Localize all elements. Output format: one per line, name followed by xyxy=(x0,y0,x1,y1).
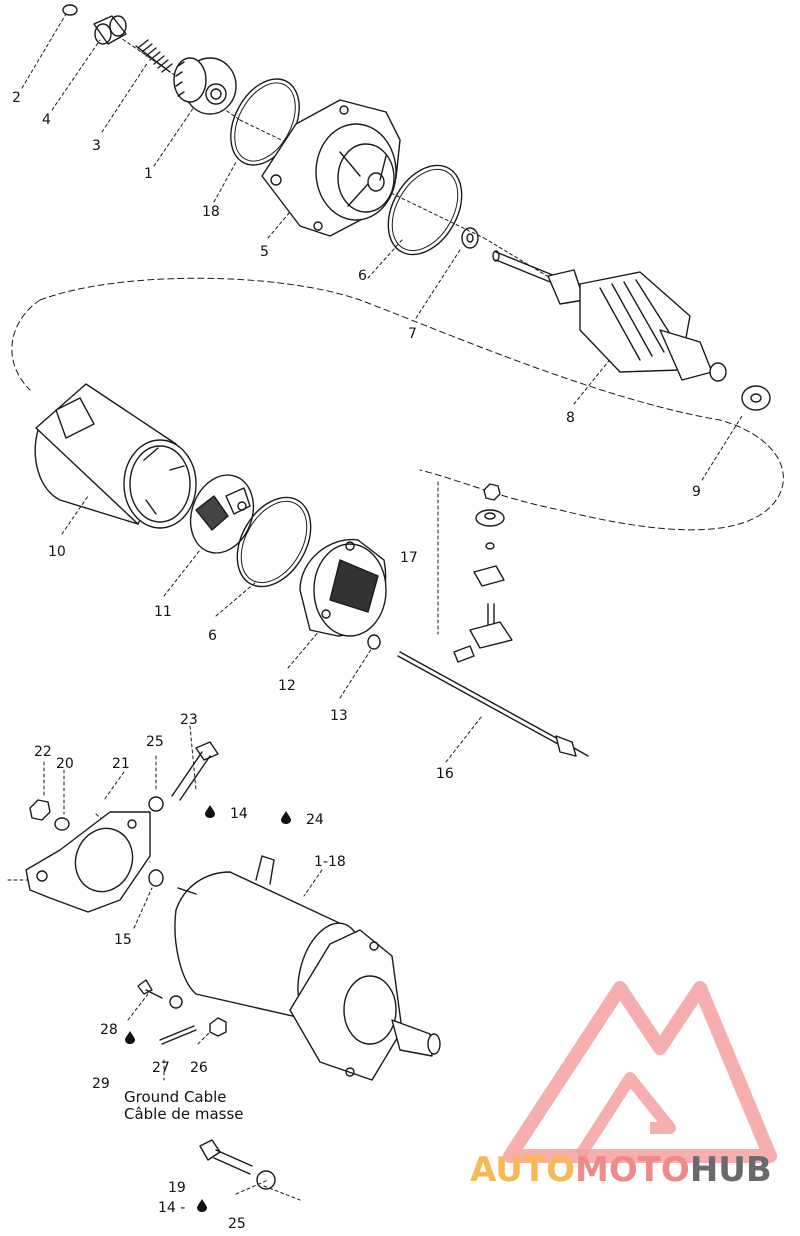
part-29-washer xyxy=(169,995,183,1009)
label-25-lower: 25 xyxy=(228,1216,246,1232)
part-25-washer-lower xyxy=(256,1170,276,1190)
part-17-terminal-kit xyxy=(453,483,513,663)
watermark-auto: AUTO xyxy=(470,1150,575,1190)
part-27-pin xyxy=(159,1025,197,1045)
part-4-bushing xyxy=(93,15,127,45)
label-28: 28 xyxy=(100,1022,118,1038)
part-22-nut xyxy=(29,799,51,821)
label-13: 13 xyxy=(330,708,348,724)
label-17: 17 xyxy=(400,550,418,566)
part-25-washer-upper xyxy=(148,796,164,812)
automotohub-watermark: AUTOMOTOHUB xyxy=(470,1150,772,1190)
part-2-snap-ring xyxy=(62,4,78,16)
label-25-upper: 25 xyxy=(146,734,164,750)
part-28-bolt xyxy=(137,979,163,999)
part-13-o-ring xyxy=(367,634,381,650)
part-16-through-bolt xyxy=(397,651,589,757)
part-1-18-starter-assembly xyxy=(174,855,441,1081)
part-12-end-cover xyxy=(299,538,387,637)
automotohub-logo xyxy=(503,981,777,1163)
part-19-bolt xyxy=(199,1139,253,1175)
watermark-moto: MOTO xyxy=(574,1150,690,1190)
label-15: 15 xyxy=(114,932,132,948)
part-10-yoke xyxy=(34,383,197,529)
part-3-spring xyxy=(135,39,173,73)
label-21: 21 xyxy=(112,756,130,772)
label-1: 1 xyxy=(144,166,153,182)
label-10: 10 xyxy=(48,544,66,560)
watermark-hub: HUB xyxy=(689,1150,772,1190)
label-22: 22 xyxy=(34,744,52,760)
label-16: 16 xyxy=(436,766,454,782)
part-15-washer xyxy=(148,869,164,887)
part-8-armature xyxy=(492,250,727,382)
label-8: 8 xyxy=(566,410,575,426)
part-9-washer xyxy=(741,385,771,411)
label-11: 11 xyxy=(154,604,172,620)
label-24: 24 xyxy=(306,812,324,828)
label-1-18: 1-18 xyxy=(314,854,346,870)
label-14-lower: 14 - xyxy=(158,1200,186,1216)
lubricant-drop-icon xyxy=(281,811,291,824)
label-5: 5 xyxy=(260,244,269,260)
label-6-upper: 6 xyxy=(358,268,367,284)
part-11-brush-holder xyxy=(189,474,255,554)
part-7-washer xyxy=(461,227,479,249)
label-26: 26 xyxy=(190,1060,208,1076)
label-12: 12 xyxy=(278,678,296,694)
label-19: 19 xyxy=(168,1180,186,1196)
label-4: 4 xyxy=(42,112,51,128)
part-20-washer xyxy=(54,817,70,831)
lubricant-drop-icon xyxy=(125,1031,135,1044)
label-14-upper: 14 xyxy=(230,806,248,822)
label-20: 20 xyxy=(56,756,74,772)
part-6-o-ring-upper xyxy=(387,164,463,256)
label-3: 3 xyxy=(92,138,101,154)
group-outline xyxy=(11,277,784,531)
part-6-o-ring-lower xyxy=(236,496,312,588)
label-18: 18 xyxy=(202,204,220,220)
part-26-nut xyxy=(209,1017,227,1037)
part-23-bolt xyxy=(171,741,219,801)
label-9: 9 xyxy=(692,484,701,500)
part-1-pinion xyxy=(173,57,237,115)
part-21-bracket xyxy=(25,811,151,913)
lubricant-drop-icon xyxy=(205,805,215,818)
part-5-drive-housing xyxy=(261,99,401,237)
label-27: 27 xyxy=(152,1060,170,1076)
label-6-lower: 6 xyxy=(208,628,217,644)
label-23: 23 xyxy=(180,712,198,728)
label-29: 29 xyxy=(92,1076,110,1092)
label-7: 7 xyxy=(408,326,417,342)
lubricant-drop-icon xyxy=(197,1199,207,1212)
label-2: 2 xyxy=(12,90,21,106)
ground-cable-caption-en: Ground Cable xyxy=(124,1088,227,1106)
ground-cable-caption-fr: Câble de masse xyxy=(124,1105,244,1123)
